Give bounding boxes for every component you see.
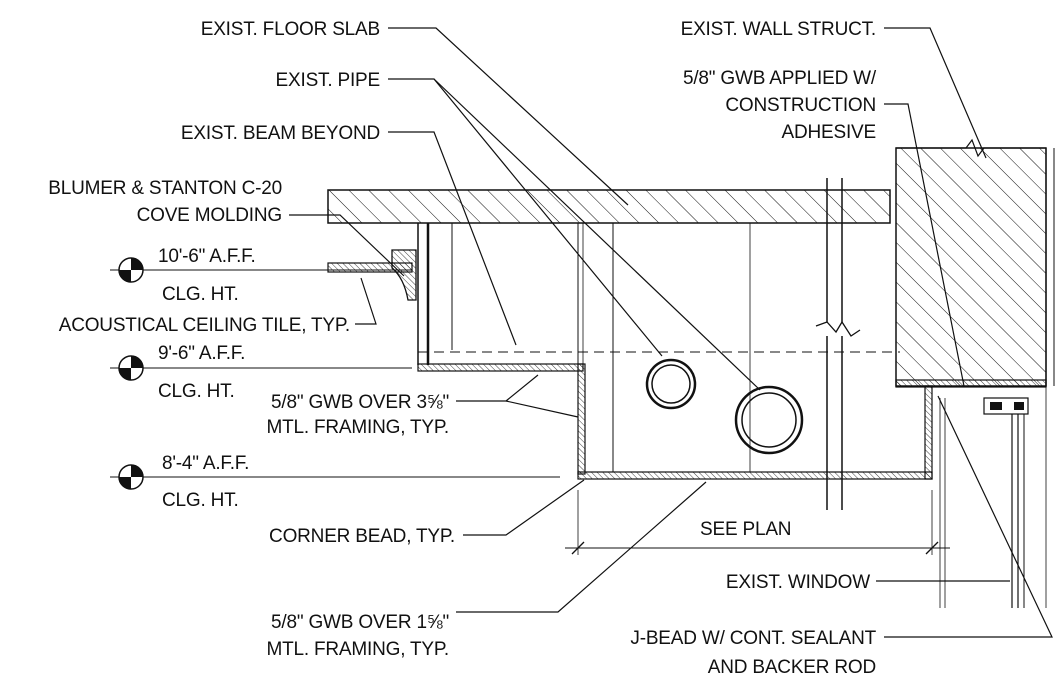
label-gwb-158-line2: MTL. FRAMING, TYP.: [266, 639, 449, 660]
label-exist-window: EXIST. WINDOW: [726, 572, 870, 593]
label-gwb-adhesive-line2: CONSTRUCTION: [725, 95, 876, 116]
elevation-marker-10-6: [110, 257, 412, 283]
leader-pipe-2: [433, 78, 761, 391]
elevation-value-3: 8'-4" A.F.F.: [162, 453, 249, 474]
floor-slab: [327, 189, 891, 224]
label-cove-molding-line1: BLUMER & STANTON C-20: [48, 178, 282, 199]
label-see-plan: SEE PLAN: [700, 519, 791, 540]
dimension-line: [565, 490, 950, 555]
leader-gwb-358: [456, 374, 539, 402]
annotations: EXIST. FLOOR SLAB EXIST. PIPE EXIST. BEA…: [48, 19, 877, 678]
leader-wall: [884, 27, 987, 159]
wall-structure: [895, 138, 1055, 387]
leader-gwb-358-2: [505, 400, 579, 418]
leader-jbead: [884, 395, 1053, 638]
leader-corner-bead: [463, 479, 585, 536]
label-gwb-adhesive-line1: 5/8" GWB APPLIED W/: [683, 68, 877, 89]
label-exist-floor-slab: EXIST. FLOOR SLAB: [201, 19, 380, 40]
label-exist-pipe: EXIST. PIPE: [276, 70, 380, 91]
elevation-sub-2: CLG. HT.: [158, 381, 235, 402]
elevation-marker-9-6: [110, 355, 412, 381]
elevation-sub-3: CLG. HT.: [162, 490, 239, 511]
label-jbead-line1: J-BEAD W/ CONT. SEALANT: [630, 628, 876, 649]
label-cove-molding-line2: COVE MOLDING: [137, 205, 282, 226]
label-exist-beam-beyond: EXIST. BEAM BEYOND: [181, 123, 380, 144]
break-line: [815, 178, 861, 510]
leader-lines: [289, 27, 1053, 638]
leader-act: [355, 277, 377, 325]
leader-floor-slab: [388, 27, 629, 206]
leader-beam: [388, 131, 517, 346]
ceiling-tile-and-cove: [327, 249, 417, 301]
pipes: [645, 358, 804, 455]
label-corner-bead: CORNER BEAD, TYP.: [269, 526, 455, 547]
elevation-sub-1: CLG. HT.: [162, 284, 239, 305]
label-gwb-158-line1: 5/8" GWB OVER 1⅝": [271, 612, 449, 633]
label-gwb-adhesive-line3: ADHESIVE: [782, 122, 877, 143]
elevation-value-2: 9'-6" A.F.F.: [158, 343, 245, 364]
leader-adhesive: [884, 103, 965, 387]
leader-gwb-158: [456, 481, 707, 613]
label-gwb-358-line1: 5/8" GWB OVER 3⅝": [271, 392, 449, 413]
elevation-marker-8-4: [110, 464, 560, 490]
gwb-boards: [417, 363, 1047, 480]
label-exist-wall-struct: EXIST. WALL STRUCT.: [681, 19, 876, 40]
elevation-value-1: 10'-6" A.F.F.: [158, 246, 256, 267]
leader-cove: [289, 214, 405, 277]
label-acoustical-ceiling-tile: ACOUSTICAL CEILING TILE, TYP.: [59, 315, 350, 336]
label-gwb-358-line2: MTL. FRAMING, TYP.: [266, 417, 449, 438]
window: [939, 386, 1047, 608]
label-jbead-line2: AND BACKER ROD: [708, 657, 876, 678]
